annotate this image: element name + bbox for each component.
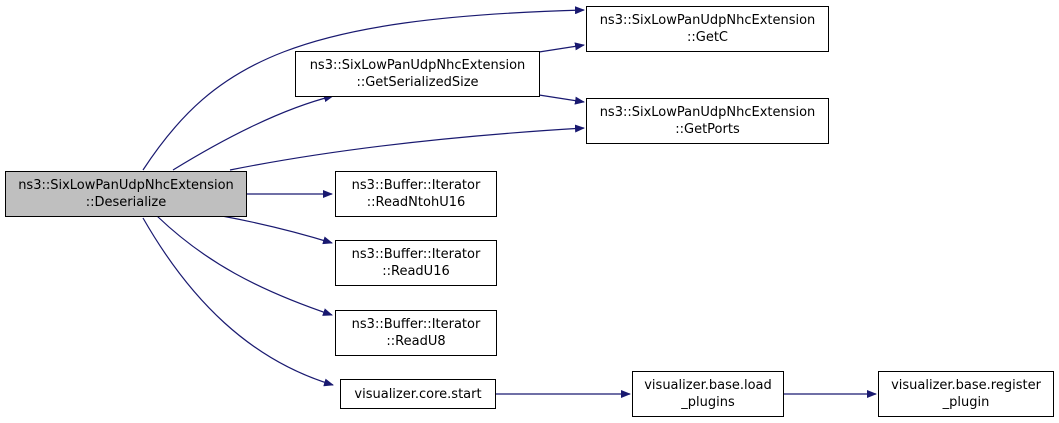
edge-deserialize-readu16 [221,215,333,245]
node-getserializedsize-line2: ::GetSerializedSize [356,75,479,90]
node-corestart-line1: visualizer.core.start [354,386,482,402]
edge-deserialize-getserializedsize [172,94,334,171]
node-getc-line2: ::GetC [686,30,728,45]
node-readntohu16-line1: ns3::Buffer::Iterator [351,178,481,193]
node-getports[interactable]: ns3::SixLowPanUdpNhcExtension ::GetPorts [586,98,829,144]
node-deserialize: ns3::SixLowPanUdpNhcExtension ::Deserial… [5,171,247,217]
edge-deserialize-corestart [142,217,334,387]
node-getc-line1: ns3::SixLowPanUdpNhcExtension [599,13,816,28]
node-loadplugins[interactable]: visualizer.base.load _plugins [632,371,784,417]
node-deserialize-line1: ns3::SixLowPanUdpNhcExtension [18,178,234,193]
node-readu16-line2: ::ReadU16 [382,264,450,279]
node-readu16-line1: ns3::Buffer::Iterator [351,247,481,262]
node-corestart[interactable]: visualizer.core.start [340,379,496,409]
node-getports-line2: ::GetPorts [675,122,740,137]
node-readntohu16[interactable]: ns3::Buffer::Iterator ::ReadNtohU16 [335,171,497,217]
edge-deserialize-getc [142,6,585,171]
node-readu8-line1: ns3::Buffer::Iterator [351,317,481,332]
node-registerplugin-line2: _plugin [942,395,990,410]
node-readu16[interactable]: ns3::Buffer::Iterator ::ReadU16 [335,240,497,286]
node-readntohu16-line2: ::ReadNtohU16 [366,195,466,210]
node-loadplugins-line2: _plugins [681,395,735,410]
node-readu8[interactable]: ns3::Buffer::Iterator ::ReadU8 [335,310,497,356]
edge-deserialize-readu8 [156,215,333,316]
node-getc[interactable]: ns3::SixLowPanUdpNhcExtension ::GetC [586,6,829,52]
edge-deserialize-getports [229,124,585,171]
node-readu8-line2: ::ReadU8 [386,334,446,349]
node-registerplugin-line1: visualizer.base.register [891,378,1041,393]
edge-getserializedsize-getports [538,94,585,105]
edge-getserializedsize-getc [538,42,585,53]
node-getserializedsize-line1: ns3::SixLowPanUdpNhcExtension [309,58,526,73]
node-getports-line1: ns3::SixLowPanUdpNhcExtension [599,105,816,120]
node-getserializedsize[interactable]: ns3::SixLowPanUdpNhcExtension ::GetSeria… [295,51,540,97]
node-registerplugin[interactable]: visualizer.base.register _plugin [878,371,1054,417]
node-loadplugins-line1: visualizer.base.load [644,378,772,393]
node-deserialize-line2: ::Deserialize [85,195,167,210]
